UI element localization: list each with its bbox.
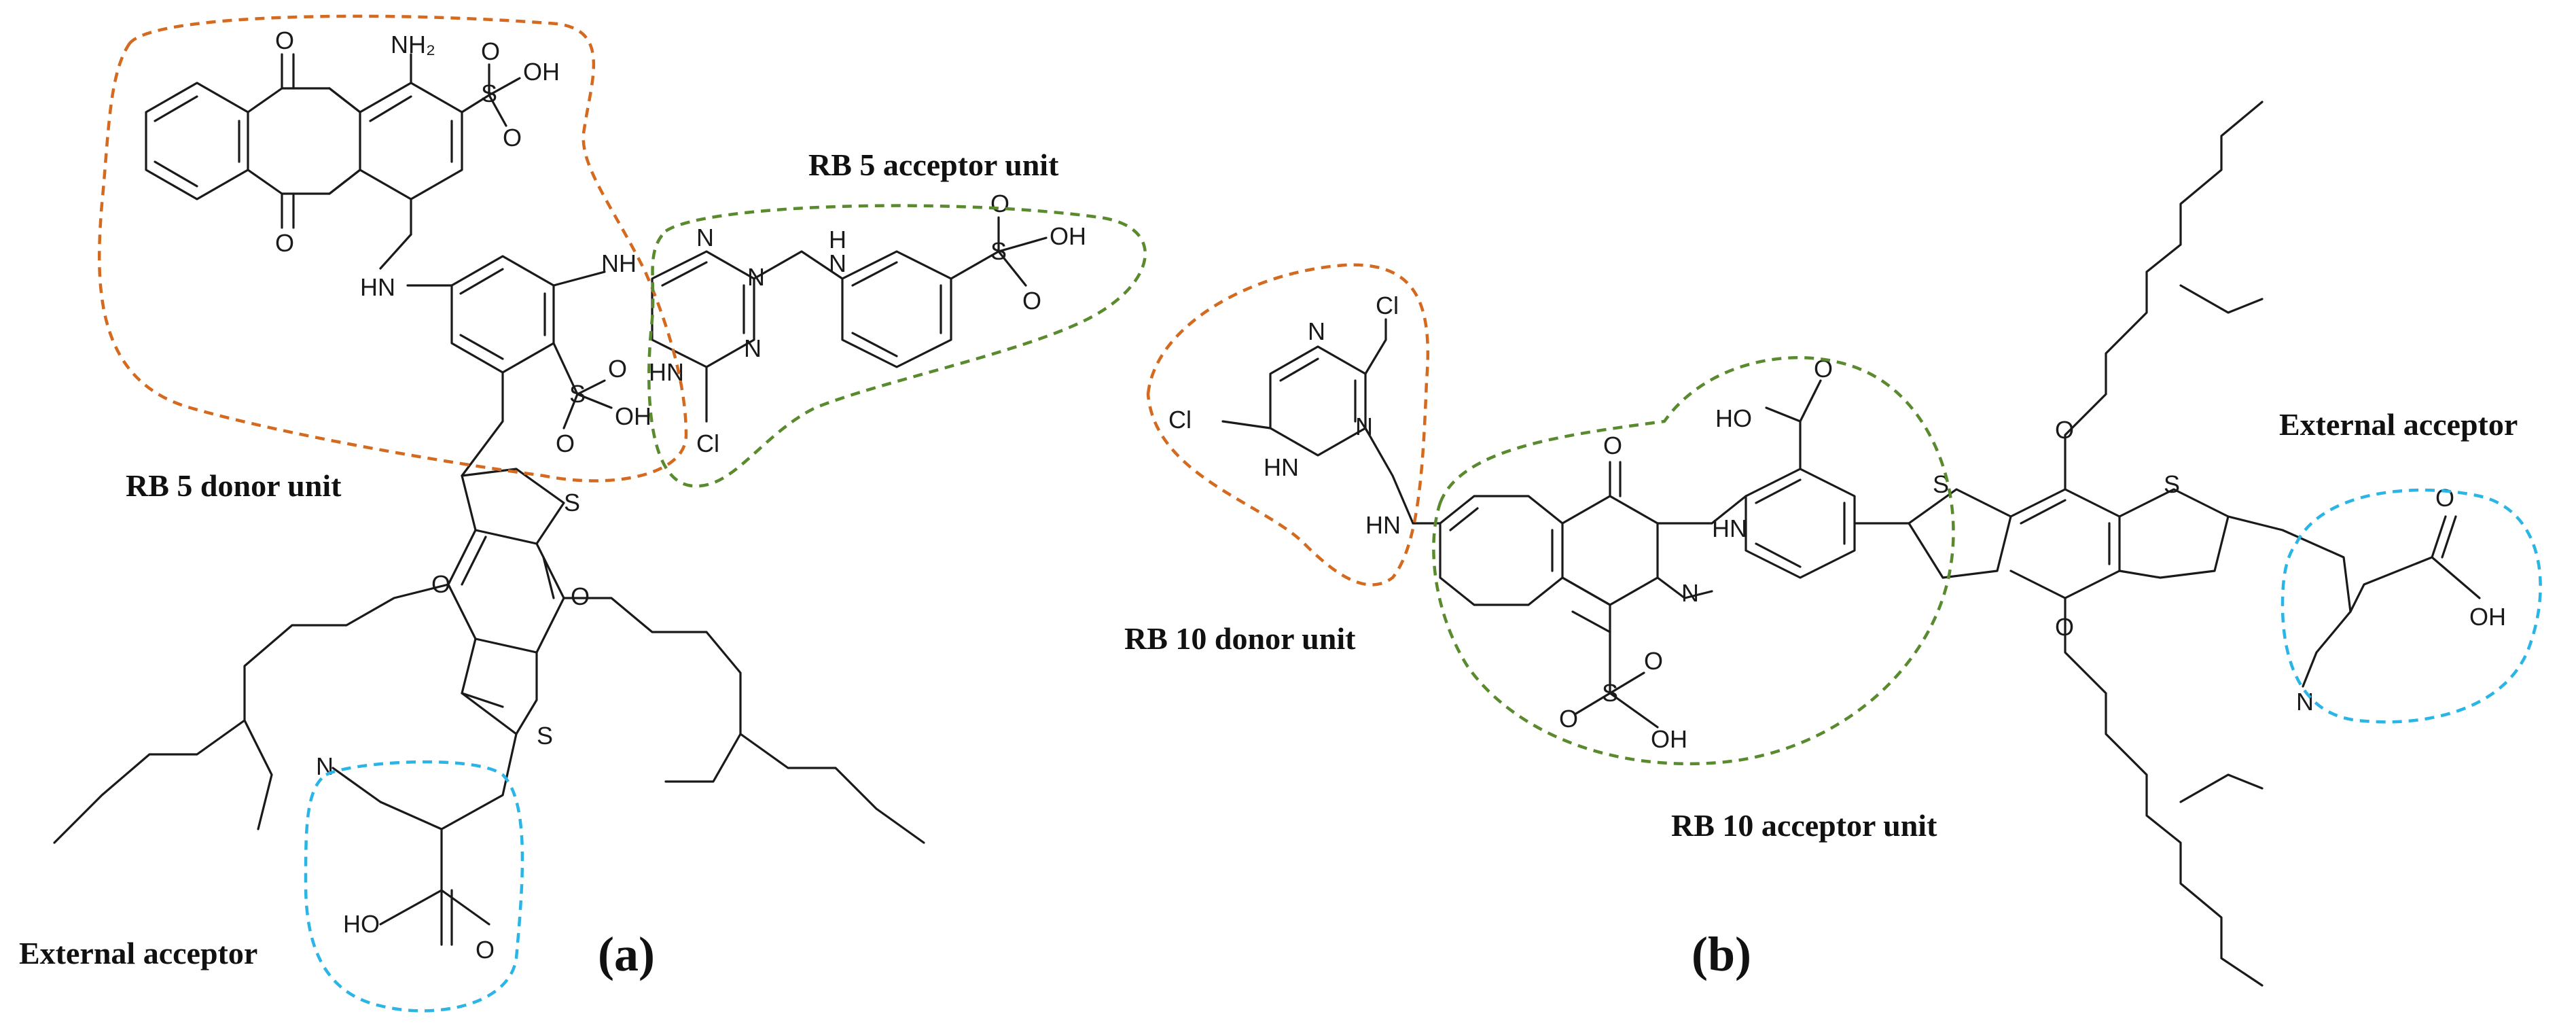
rb5-external-acceptor-outline <box>304 760 524 1013</box>
panel-b-external-caption: External acceptor <box>2279 407 2518 442</box>
sulfonyl-oxygen-2-label: O <box>503 124 522 152</box>
nitrile-n-label: N <box>316 752 334 780</box>
hydrazone-n-label: N <box>1681 579 1699 607</box>
anilino-oh-label: OH <box>1050 222 1086 250</box>
rb5-donor-outline <box>98 14 688 483</box>
alkoxy-oxygen-left-label: O <box>431 570 450 598</box>
anilino-oxygen-2-label: O <box>1022 287 1041 315</box>
alkoxy-oxygen-right-label: O <box>571 582 590 610</box>
thiophene-sulfur-1-label: S <box>564 489 580 516</box>
anilino-h-label: H <box>829 226 846 253</box>
sulfonyl-oxygen-1-label-b: O <box>1644 647 1663 675</box>
triazine-hn-label-b: HN <box>1264 453 1299 481</box>
panel-b-bonds <box>1221 101 2481 987</box>
rb5-acceptor-caption: RB 5 acceptor unit <box>808 147 1059 182</box>
sulfonyl-sulfur-label-b: S <box>1602 679 1618 707</box>
panel-b-atoms: Cl N N Cl HN HN O HO O HN N S O O OH S S… <box>1168 292 2506 753</box>
middle-oh-label: OH <box>615 402 651 430</box>
oxygen-top-label: O <box>275 27 294 54</box>
triazine-n1-label: N <box>696 224 714 251</box>
nh2-label: NH₂ <box>391 31 435 58</box>
carboxyl-oxygen-label: O <box>476 936 495 964</box>
sulfur-top-label: S <box>481 80 497 107</box>
panel-b-label: (b) <box>1692 927 1751 981</box>
panel-a-atoms: NH₂ O O S O O OH HN NH N N HN N Cl H N S… <box>275 27 1086 964</box>
triazine-chlorine-top-label: Cl <box>1376 292 1399 319</box>
anilino-n-label: N <box>829 249 846 277</box>
thiophene-sulfur-2-label-b: S <box>2164 470 2180 498</box>
rb10-acceptor-outline <box>1432 356 1955 766</box>
carboxyl-oh-label-b: OH <box>2469 603 2506 631</box>
rb5-donor-caption: RB 5 donor unit <box>126 468 342 503</box>
oxygen-bottom-label: O <box>275 229 294 257</box>
rb5-acceptor-outline <box>647 204 1147 488</box>
thiophene-sulfur-2-label: S <box>537 722 553 750</box>
middle-oxygen-1-label: O <box>608 355 627 383</box>
panel-a-label: (a) <box>598 927 655 981</box>
sulfonyl-oxygen-1-label: O <box>481 37 500 65</box>
rb10-donor-caption: RB 10 donor unit <box>1124 621 1356 656</box>
triazine-n3-label: N <box>744 334 762 362</box>
sulfonic-oh-label-b: OH <box>1651 725 1687 753</box>
carboxyl-ho-label: HO <box>343 910 380 938</box>
sulfonyl-oxygen-2-label-b: O <box>1559 705 1578 733</box>
alkoxy-oxygen-bottom-label-b: O <box>2055 613 2074 641</box>
hn-link-label-b: HN <box>1365 511 1401 539</box>
hydrazone-hn-label: HN <box>1712 514 1747 542</box>
triazine-n2-label-b: N <box>1355 413 1373 440</box>
anilino-sulfur-label: S <box>990 237 1007 265</box>
panel-a-external-caption: External acceptor <box>19 936 257 970</box>
panel-a-structure: NH₂ O O S O O OH HN NH N N HN N Cl H N S… <box>53 27 1086 964</box>
nh-link-label: NH <box>601 249 637 277</box>
triazine-n2-label: N <box>747 263 765 291</box>
sulfonic-oh-label: OH <box>523 58 560 86</box>
middle-oxygen-2-label: O <box>556 430 575 457</box>
carboxyl-oxygen-label-b2: O <box>2435 484 2454 512</box>
rb10-external-acceptor-outline <box>2280 488 2542 724</box>
rb10-acceptor-caption: RB 10 acceptor unit <box>1671 808 1937 843</box>
alkoxy-oxygen-top-label-b: O <box>2055 416 2074 444</box>
anilino-oxygen-1-label: O <box>990 190 1009 217</box>
middle-sulfur-label: S <box>569 380 586 408</box>
triazine-chlorine-label: Cl <box>696 430 719 457</box>
triazine-chlorine-left-label: Cl <box>1168 406 1192 434</box>
rb10-donor-outline <box>1146 263 1430 586</box>
triazine-n1-label-b: N <box>1308 317 1325 345</box>
hn-left-label: HN <box>360 273 395 301</box>
carboxyl-ho-label-b: HO <box>1715 404 1752 432</box>
panel-b-structure: Cl N N Cl HN HN O HO O HN N S O O OH S S… <box>1168 101 2506 987</box>
panel-a-bonds <box>53 53 1048 946</box>
keto-oxygen-label: O <box>1603 432 1622 459</box>
